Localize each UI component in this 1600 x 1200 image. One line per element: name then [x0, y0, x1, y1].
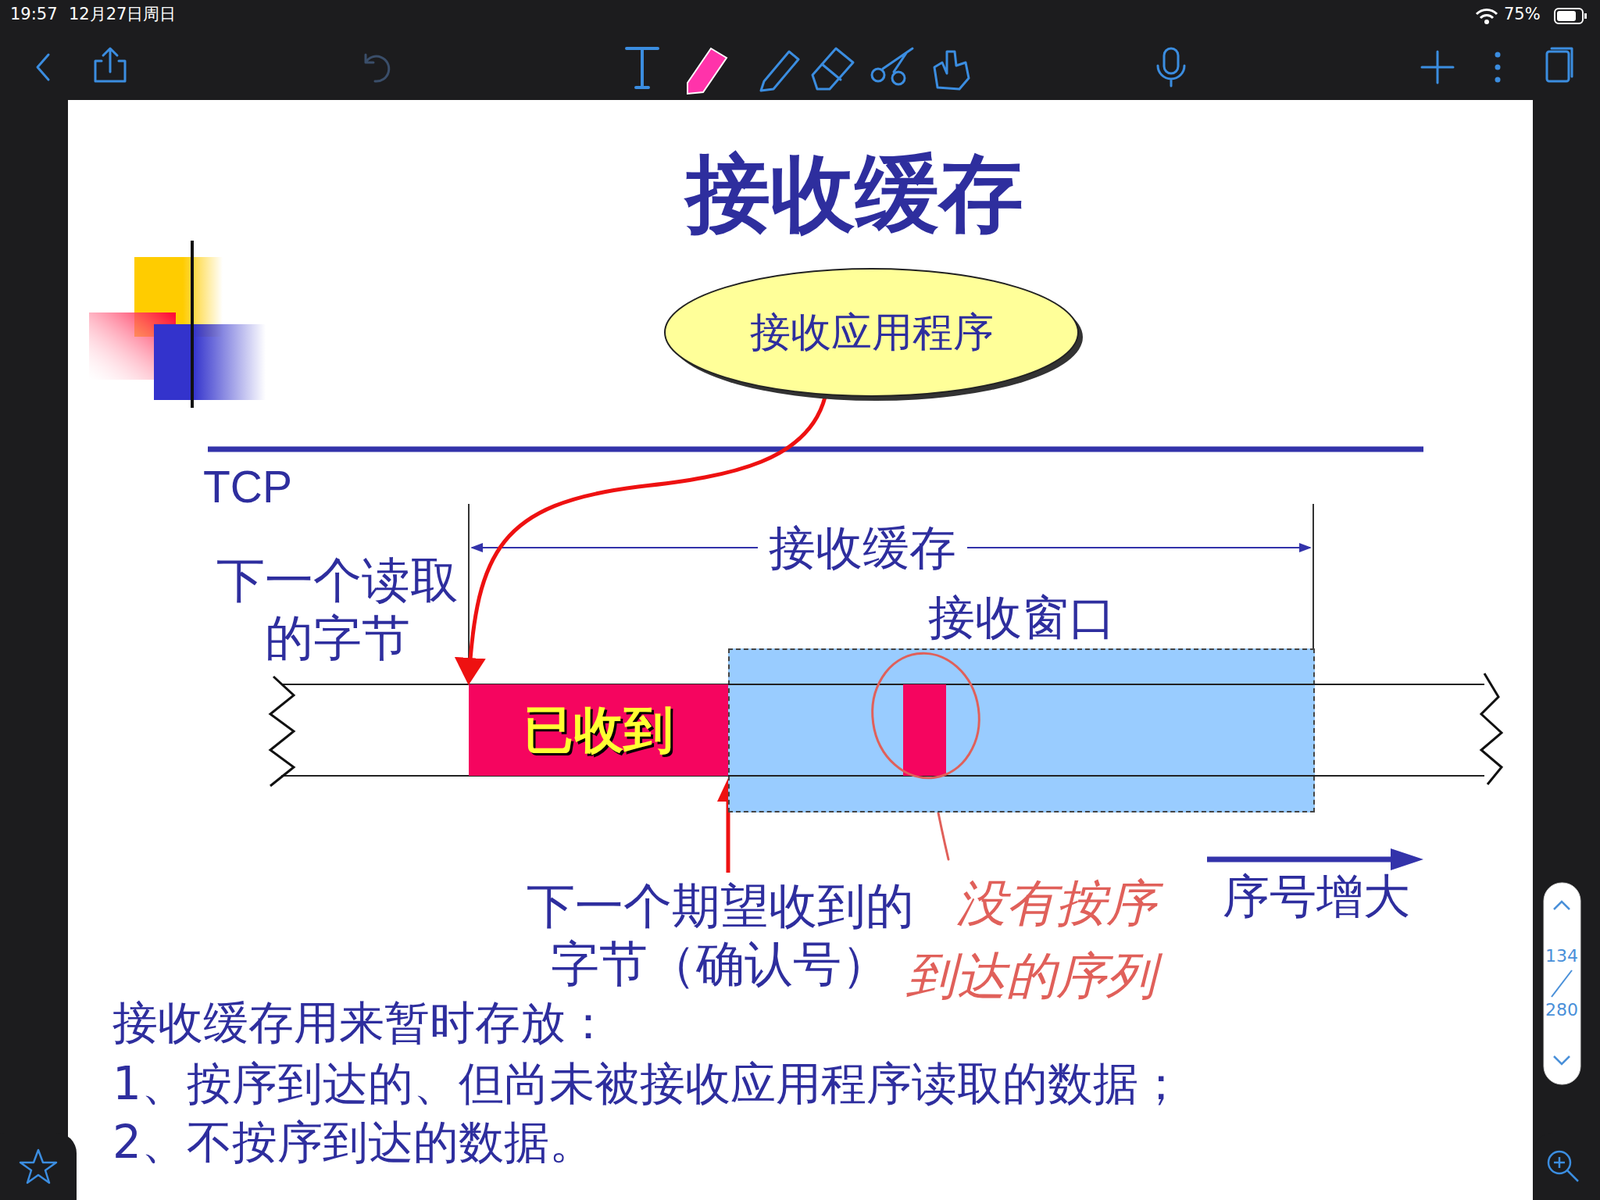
pages-icon: [1551, 48, 1572, 77]
page-number: 134: [1545, 946, 1579, 967]
body-text: 接收缓存用来暂时存放：: [112, 996, 611, 1051]
zoom-button: [1532, 1132, 1600, 1200]
battery-icon: [1554, 8, 1583, 24]
receive-window: 接收窗口: [728, 648, 1315, 813]
node-text: 接收应用程序: [750, 305, 994, 361]
byte-stream-line: [281, 775, 1485, 777]
toolbar-icons: [37, 48, 1572, 91]
scroll-up-icon: [1553, 901, 1570, 910]
favorite-button: [0, 1132, 77, 1200]
break-zigzag: [270, 676, 294, 786]
status-date: 12月27日周日: [68, 4, 176, 25]
text-tool-icon: [626, 48, 658, 88]
byte-stream-line: [281, 683, 1485, 686]
wifi-icon: [1476, 9, 1497, 18]
break-zigzag: [1481, 673, 1502, 785]
scroll-down-icon: [1553, 1056, 1570, 1065]
dimension-label: 接收缓存: [757, 519, 968, 576]
sequence-arrowhead: [1390, 848, 1424, 871]
share-icon: [95, 48, 125, 82]
byte-stream-line: [728, 775, 1315, 777]
zoom-icon: [1553, 1157, 1579, 1182]
sequence-arrow: [1207, 857, 1396, 863]
more-icon: [1495, 52, 1501, 83]
slide-title: 接收缓存: [685, 142, 1024, 245]
page-count: 280: [1545, 1000, 1579, 1021]
window-art: [728, 648, 1315, 813]
slide-page: [67, 100, 1533, 1200]
undo-icon: [365, 54, 390, 82]
wifi-icon: [1484, 19, 1490, 25]
page-scroller: [1543, 882, 1581, 1085]
pages-icon: [1546, 51, 1569, 82]
battery-level: [1557, 10, 1576, 22]
byte-stream-line: [728, 683, 1315, 686]
status-time: 19:57: [10, 4, 58, 25]
scissors-icon: [882, 48, 913, 72]
decor-rule: [190, 240, 194, 408]
pointer-label: 下一个读取的字节: [208, 551, 467, 668]
battery-percent: 75%: [1503, 4, 1541, 25]
handwritten-note: 没有按序到达的序列: [906, 867, 1165, 1013]
out-of-order-segment: [903, 684, 947, 776]
battery-icon: [1584, 13, 1587, 19]
mic-icon: [1164, 48, 1179, 74]
node-text: 已收到: [523, 696, 674, 765]
handwritten-circle: [864, 646, 988, 785]
mic-icon: [1157, 65, 1185, 86]
back-icon: [37, 54, 49, 80]
pen-icon: [687, 48, 727, 94]
scissors-icon: [892, 71, 905, 85]
received-segment: 已收到: [468, 684, 729, 776]
scissors-icon: [871, 68, 885, 82]
body-text: 1、按序到达的、但尚未被接收应用程序读取的数据；: [112, 1057, 1184, 1112]
pointer-label: 下一个期望收到的字节（确认号）: [517, 877, 924, 994]
tcp-line: [207, 446, 1424, 453]
highlighter-icon: [760, 51, 799, 91]
dimension-arrowhead: [470, 542, 483, 553]
process-ellipse: 接收应用程序: [663, 267, 1080, 398]
window-heading: 接收窗口: [928, 589, 1116, 646]
eraser-icon: [812, 48, 854, 90]
body-text: 2、不按序到达的数据。: [112, 1115, 595, 1171]
decor-square: [153, 324, 266, 400]
page-slash: [1551, 970, 1572, 997]
hand-icon: [934, 51, 969, 90]
dimension-arrowhead: [1299, 542, 1312, 553]
star-icon: [20, 1150, 57, 1183]
ellipse-fill: [664, 268, 1079, 397]
layer-label: TCP: [203, 460, 293, 514]
axis-label: 序号增大: [1222, 867, 1411, 925]
add-icon: [1421, 51, 1454, 83]
